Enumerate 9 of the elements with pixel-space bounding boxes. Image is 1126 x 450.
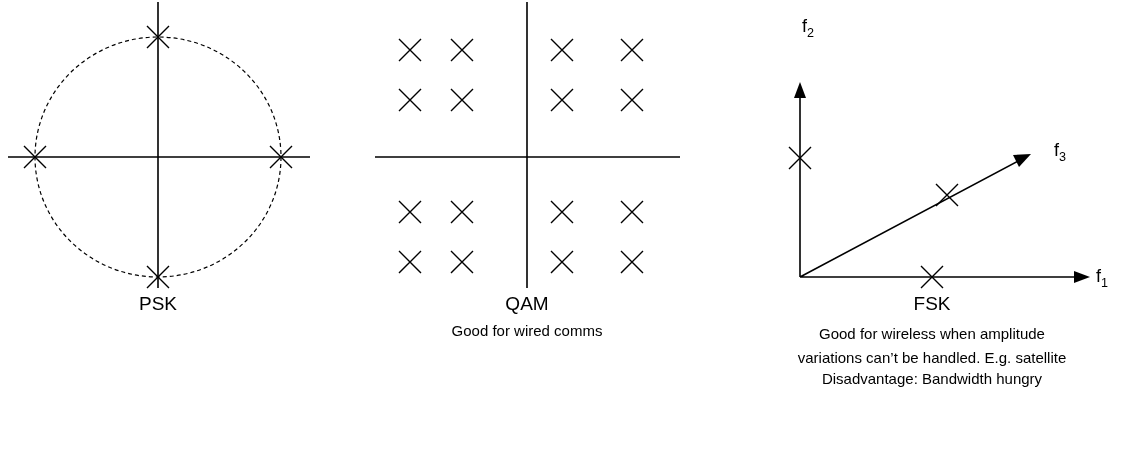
axis-label: f$_{2}$ [802,16,814,41]
description-text: Disadvantage: Bandwidth hungry [821,370,1043,388]
description-text: Good for wired comms [451,322,603,340]
constellation-title: FSK [913,293,951,316]
axis-label: f$_{1}$ [1096,266,1108,291]
axis-label: f$_{3}$ [1054,140,1066,165]
constellation-title: QAM [505,293,549,316]
description-text: Good for wireless when amplitude variations can’t be handled. E.g. satellite [796,324,1068,368]
constellation-title: PSK [139,293,177,316]
